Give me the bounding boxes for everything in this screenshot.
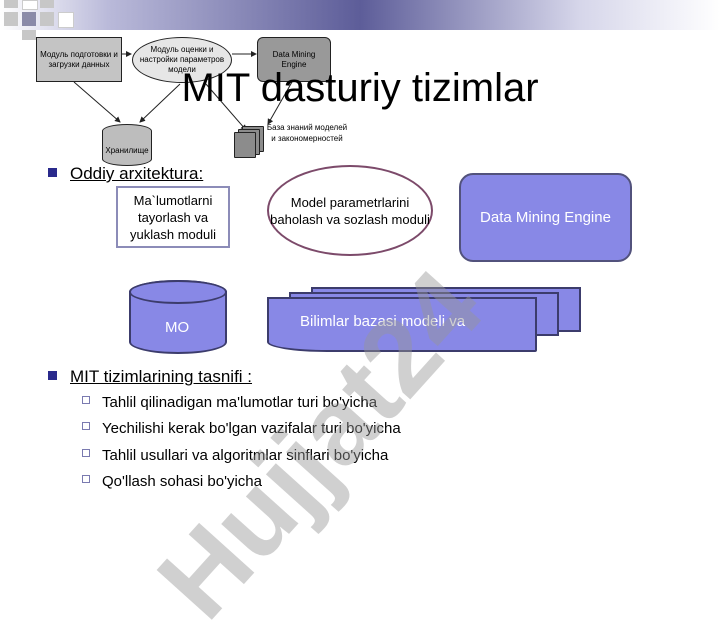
decor-square	[4, 12, 18, 26]
header-band	[0, 0, 720, 30]
sub-bullet-marker	[82, 475, 90, 483]
small-knowledge-base-label: База знаний моделей и закономерностей	[266, 123, 348, 143]
sub-bullet-item: Yechilishi kerak bo'lgan vazifalar turi …	[102, 420, 401, 437]
sub-bullet-marker	[82, 422, 90, 430]
engine-box: Data Mining Engine	[459, 173, 632, 262]
bullet-marker	[48, 371, 57, 380]
slide-title: MIT dasturiy tizimlar	[181, 66, 539, 110]
small-storage-cylinder: Хранилище	[102, 124, 152, 166]
bullet-marker	[48, 168, 57, 177]
small-prep-module-box: Модуль подготовки и загрузки данных	[36, 37, 122, 82]
bullet-architecture: Oddiy arxitektura:	[70, 164, 204, 183]
sub-bullet-marker	[82, 449, 90, 457]
model-module-ellipse: Model parametrlarini baholash va sozlash…	[267, 165, 433, 256]
decor-square	[22, 0, 38, 10]
sub-bullet-item: Tahlil usullari va algoritmlar sinflari …	[102, 447, 389, 464]
sub-bullet-item: Tahlil qilinadigan ma'lumotlar turi bo'y…	[102, 394, 378, 411]
knowledge-base-sheet	[267, 297, 537, 352]
decor-square	[4, 0, 18, 8]
decor-square	[22, 12, 36, 26]
decor-square	[58, 12, 74, 28]
sub-bullet-item: Qo'llash sohasi bo'yicha	[102, 473, 262, 490]
decor-square	[40, 0, 54, 8]
sub-bullet-marker	[82, 396, 90, 404]
decor-square	[40, 12, 54, 26]
small-engine-box: Data Mining Engine	[257, 37, 331, 82]
storage-cylinder-top	[129, 280, 227, 304]
bullet-classification: MIT tizimlarining tasnifi :	[70, 367, 253, 386]
decor-square	[22, 30, 36, 40]
knowledge-base-label: Bilimlar bazasi modeli va	[300, 313, 466, 330]
prep-module-box: Ma`lumotlarni tayorlash va yuklash modul…	[116, 186, 230, 248]
small-diagram-arrows	[73, 51, 293, 131]
small-eval-module-ellipse: Модуль оценки и настройки параметров мод…	[132, 37, 232, 83]
